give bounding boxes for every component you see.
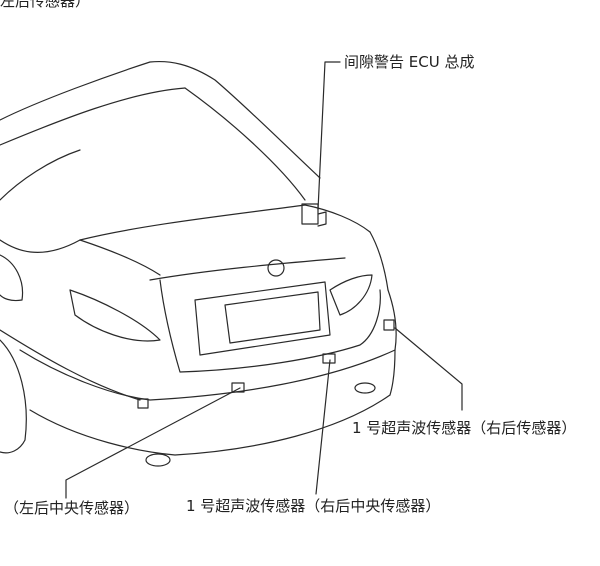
plate-recess [194, 281, 331, 356]
sensor-right-center [322, 353, 336, 364]
trunk-lid-edge [79, 239, 161, 276]
sensor-left-center [231, 382, 245, 393]
label-right-rear-sensor: 1 号超声波传感器（右后传感器） [352, 419, 577, 437]
bumper-lower [29, 394, 391, 456]
rear-bumper [19, 349, 396, 401]
sensor-right-rear [383, 319, 395, 331]
bumper-right-edge [387, 289, 397, 396]
right-exhaust [354, 382, 376, 394]
trunk-lid-top [79, 204, 371, 241]
roof-line [0, 60, 321, 179]
trunk-crease [149, 257, 346, 281]
roof-inner-line [0, 87, 186, 146]
label-left-rear-partial: 左后传感器） [0, 0, 91, 10]
leader-ecu [317, 61, 341, 211]
rear-emblem [267, 259, 285, 277]
left-rear-wheel-arch [0, 339, 27, 454]
plate-surround [159, 279, 381, 373]
right-tail-light [329, 274, 373, 316]
rear-window-edge [184, 87, 306, 201]
trunk-lid-right [369, 231, 389, 291]
ecu-connector [317, 211, 327, 227]
left-body-side [0, 239, 81, 253]
left-side-window [0, 254, 24, 302]
label-right-center-sensor: 1 号超声波传感器（右后中央传感器） [186, 497, 441, 515]
left-exhaust [145, 453, 171, 467]
sensor-left-rear [137, 398, 149, 409]
c-pillar-line [0, 149, 81, 201]
leader-left-center [65, 387, 241, 499]
left-body-lower [0, 329, 141, 401]
left-tail-light [69, 289, 161, 342]
license-plate [224, 291, 321, 344]
label-left-center-sensor: （左后中央传感器） [4, 499, 140, 517]
leader-right-rear [394, 327, 463, 411]
leader-right-center [315, 359, 331, 495]
label-ecu: 间隙警告 ECU 总成 [344, 53, 475, 71]
